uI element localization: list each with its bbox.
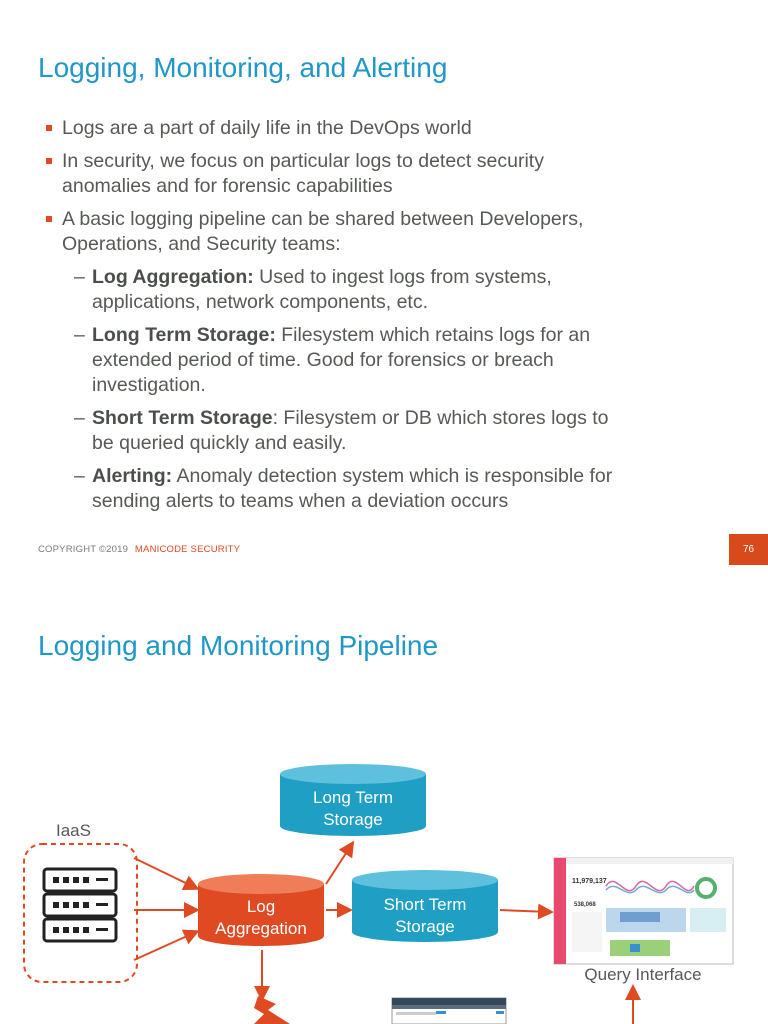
brand-text: MANICODE SECURITY [135, 544, 240, 555]
long-term-storage-node: Long Term Storage [280, 764, 426, 836]
bullet-item: A basic logging pipeline can be shared b… [46, 207, 726, 257]
bullet-item: Logs are a part of daily life in the Dev… [46, 116, 726, 141]
sub-bullet-item: – Long Term Storage: Filesystem which re… [46, 323, 726, 398]
long-term-label-2: Storage [323, 810, 383, 829]
sub-bullet-item: – Short Term Storage: Filesystem or DB w… [46, 406, 726, 456]
arrow-iaas-to-aggregation [134, 932, 196, 960]
server-rack-icon [44, 869, 116, 941]
bullet-item: In security, we focus on particular logs… [46, 149, 726, 199]
arrow-short-term-to-query [500, 910, 550, 912]
slide-footer: COPYRIGHT ©2019 MANICODE SECURITY [38, 544, 240, 555]
sub-bullet-term: Log Aggregation: [92, 266, 254, 288]
slide-title: Logging, Monitoring, and Alerting [38, 52, 447, 84]
copyright-text: COPYRIGHT ©2019 [38, 544, 128, 555]
sub-bullet-term: Alerting: [92, 465, 172, 487]
log-aggregation-label-2: Aggregation [215, 919, 307, 938]
iaas-label: IaaS [56, 821, 91, 840]
svg-text:538,068: 538,068 [574, 902, 596, 908]
svg-text:11,979,137: 11,979,137 [572, 878, 607, 885]
bullet-square-icon [46, 158, 52, 164]
arrow-iaas-to-aggregation [134, 858, 196, 888]
arrow-aggregation-to-long-term [326, 844, 352, 884]
query-dashboard-thumbnail: 11,979,137 538,068 [554, 858, 733, 964]
short-term-storage-node: Short Term Storage [352, 870, 498, 942]
short-term-label-2: Storage [395, 917, 455, 936]
slide-76: Logging, Monitoring, and Alerting Logs a… [0, 0, 768, 580]
sub-bullet-term: Short Term Storage [92, 407, 273, 429]
short-term-label-1: Short Term [384, 895, 467, 914]
query-interface-label: Query Interface [584, 965, 701, 984]
sub-bullet-item: – Alerting: Anomaly detection system whi… [46, 464, 726, 514]
long-term-label-1: Long Term [313, 788, 393, 807]
bullet-square-icon [46, 125, 52, 131]
log-aggregation-node: Log Aggregation [198, 874, 324, 946]
log-aggregation-label-1: Log [247, 897, 275, 916]
pipeline-diagram: IaaS Long Term Storage [0, 590, 768, 1024]
alert-lightning-icon [254, 996, 290, 1024]
bullet-list: Logs are a part of daily life in the Dev… [46, 116, 726, 522]
sub-bullet-term: Long Term Storage: [92, 324, 276, 346]
alert-dashboard-thumbnail [392, 998, 506, 1024]
slide-77: Logging and Monitoring Pipeline IaaS [0, 590, 768, 1024]
page-number-badge: 76 [729, 534, 768, 565]
bullet-square-icon [46, 216, 52, 222]
iaas-box [24, 844, 137, 982]
sub-bullet-item: – Log Aggregation: Used to ingest logs f… [46, 265, 726, 315]
